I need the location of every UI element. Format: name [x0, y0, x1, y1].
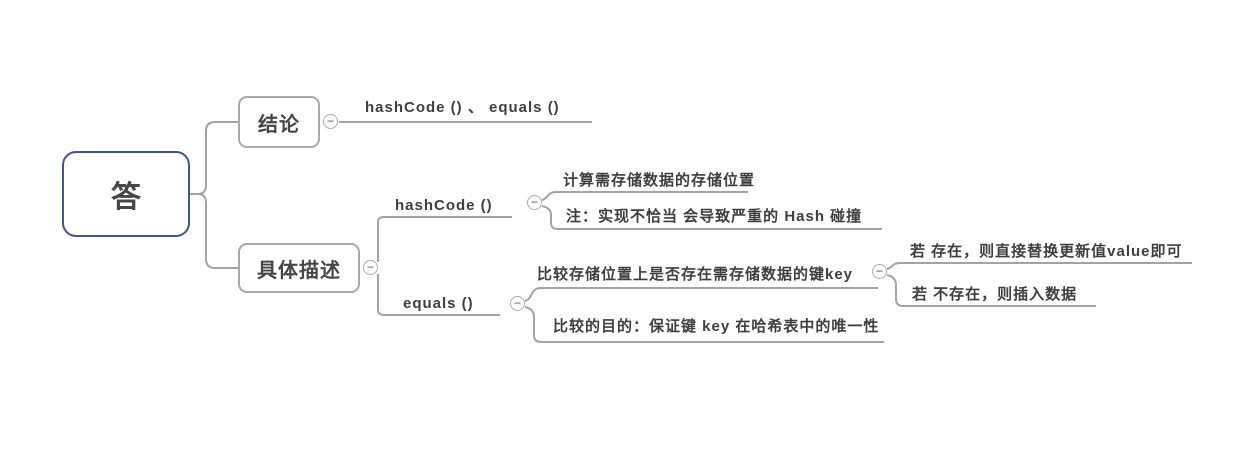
topic-description-label: 具体描述	[257, 259, 341, 282]
topic-equals[interactable]: equals ()	[403, 295, 474, 312]
collapse-icon-conclusion[interactable]: −	[323, 114, 338, 129]
topic-conclusion-label: 结论	[258, 113, 300, 136]
topic-conclusion-detail[interactable]: hashCode () 、 equals ()	[365, 99, 560, 116]
connector-root-to-conclusion	[190, 121, 238, 195]
collapse-icon-equals[interactable]: −	[510, 296, 525, 311]
topic-hashcode-purpose[interactable]: 计算需存储数据的存储位置	[563, 172, 756, 189]
connector-equals-to-goal	[524, 306, 884, 343]
topic-equals-not-exist[interactable]: 若 不存在，则插入数据	[912, 286, 1078, 303]
connector-compare-to-not-exist	[886, 274, 1096, 307]
topic-hashcode[interactable]: hashCode ()	[395, 197, 493, 214]
minus-icon: −	[513, 296, 521, 310]
root-topic[interactable]: 答	[62, 151, 190, 237]
collapse-icon-hashcode[interactable]: −	[527, 195, 542, 210]
collapse-icon-description[interactable]: −	[363, 260, 378, 275]
root-topic-label: 答	[111, 181, 141, 214]
connector-equals-to-compare	[524, 287, 878, 302]
minus-icon: −	[530, 195, 538, 209]
topic-description[interactable]: 具体描述	[238, 243, 360, 293]
connector-hashcode-to-note	[541, 205, 882, 230]
connector-root-to-description	[190, 193, 238, 269]
minus-icon: −	[875, 264, 883, 278]
topic-equals-goal[interactable]: 比较的目的：保证键 key 在哈希表中的唯一性	[553, 318, 880, 335]
minus-icon: −	[366, 260, 374, 274]
connector-description-to-equals	[377, 274, 500, 316]
topic-equals-compare[interactable]: 比较存储位置上是否存在需存储数据的键key	[537, 266, 854, 283]
topic-conclusion[interactable]: 结论	[238, 96, 320, 148]
minus-icon: −	[326, 114, 334, 128]
connector-compare-to-exist	[886, 262, 1192, 270]
connector-description-to-hashcode	[377, 216, 512, 262]
topic-equals-exist[interactable]: 若 存在，则直接替换更新值value即可	[910, 243, 1183, 260]
collapse-icon-equals-compare[interactable]: −	[872, 264, 887, 279]
connector-hashcode-to-purpose	[541, 191, 748, 201]
topic-hashcode-note[interactable]: 注：实现不恰当 会导致严重的 Hash 碰撞	[566, 208, 863, 225]
